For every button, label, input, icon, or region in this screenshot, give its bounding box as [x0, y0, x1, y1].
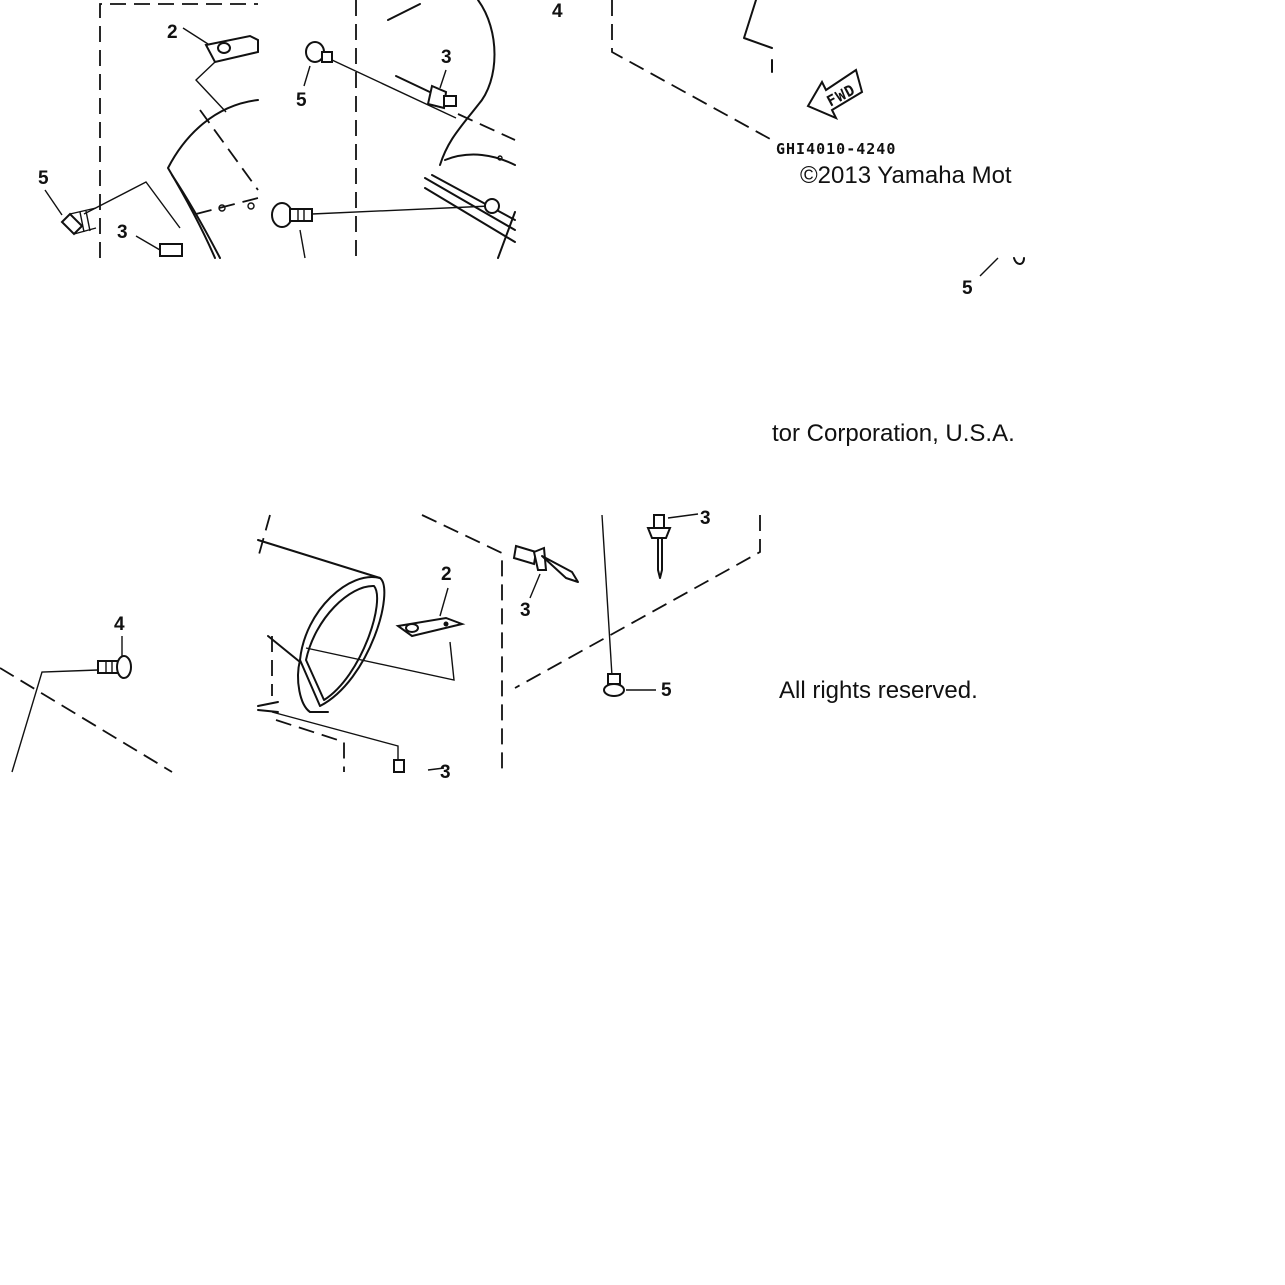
duct-rim [424, 177, 516, 231]
rivet-3 [512, 544, 579, 583]
callout-3-label: 3 [440, 762, 451, 783]
duct-ring [299, 575, 386, 707]
tile-top-middle: 3 5 [271, 0, 516, 259]
callout-2-label: 2 [167, 22, 178, 43]
duct-side [267, 635, 301, 663]
leader-line [979, 257, 999, 277]
rivet-3 [395, 75, 457, 110]
leader-line [11, 669, 99, 773]
leader-line [667, 513, 699, 519]
callout-3-label: 3 [441, 47, 452, 68]
copyright-line-1: ©2013 Yamaha Mot [800, 162, 1012, 189]
tile-top-left: 2 5 3 [38, 3, 259, 259]
screw-5 [305, 41, 333, 63]
body-curve [439, 0, 496, 166]
callout-3-label: 3 [117, 222, 128, 243]
leader-line [529, 573, 541, 599]
screw-large [271, 202, 313, 228]
leader-line [439, 587, 449, 617]
bracket-part [204, 34, 259, 64]
tile-bottom-left: 4 [0, 614, 173, 773]
rivet-shaft [387, 3, 421, 21]
rivet-part [159, 243, 183, 257]
leader-line [44, 189, 63, 216]
leader-line [601, 514, 613, 677]
dashed-frame [514, 515, 761, 689]
callout-4-label: 4 [114, 614, 125, 635]
outline-edge [743, 0, 773, 49]
callout-5-label: 5 [661, 680, 672, 701]
leader-line [305, 641, 455, 681]
bracket-hole [217, 42, 231, 54]
rivet-3 [646, 514, 672, 579]
fairing-edge [167, 99, 259, 259]
screw-4 [97, 655, 132, 679]
dashed-frame [611, 0, 773, 141]
diagram-code: GHI4010-4240 [776, 140, 896, 158]
leader-line [439, 69, 447, 89]
dashed-frame [99, 3, 258, 258]
callout-5-label: 5 [296, 90, 307, 111]
leader-line [303, 65, 311, 87]
callout-2-label: 2 [441, 564, 452, 585]
fairing-edge-inner [171, 174, 221, 259]
leader-line [311, 205, 491, 215]
fwd-arrow-icon: FWD [806, 68, 864, 120]
screw-5 [60, 207, 97, 236]
duct-lip [444, 153, 516, 166]
callout-5-label: 5 [38, 168, 49, 189]
callout-3-label: 3 [700, 508, 711, 529]
callout-4-label: 4 [552, 1, 563, 22]
leader-line [182, 27, 209, 45]
screw-5 [603, 673, 625, 697]
screw-fragment [1013, 257, 1025, 265]
leader-line [271, 711, 399, 772]
leader-line [83, 181, 181, 229]
tile-bottom-right: 3 3 5 [512, 508, 761, 701]
callout-5-label: 5 [962, 278, 973, 299]
tile-bottom-middle: 2 3 [257, 514, 503, 783]
leader-line [331, 59, 457, 119]
center-line [199, 109, 259, 191]
leader-line [195, 61, 227, 113]
callout-3-label: 3 [520, 600, 531, 621]
duct-top [257, 539, 381, 579]
tile-top-right: 4 [552, 0, 773, 141]
tile-label-area: FWD GHI4010-4240 5 [771, 59, 1025, 299]
leader-line [135, 235, 161, 251]
dashed-frame [0, 667, 173, 773]
dashed-frame [421, 514, 503, 772]
copyright-line-3: All rights reserved. [779, 677, 978, 704]
copyright-line-2: tor Corporation, U.S.A. [772, 420, 1015, 447]
